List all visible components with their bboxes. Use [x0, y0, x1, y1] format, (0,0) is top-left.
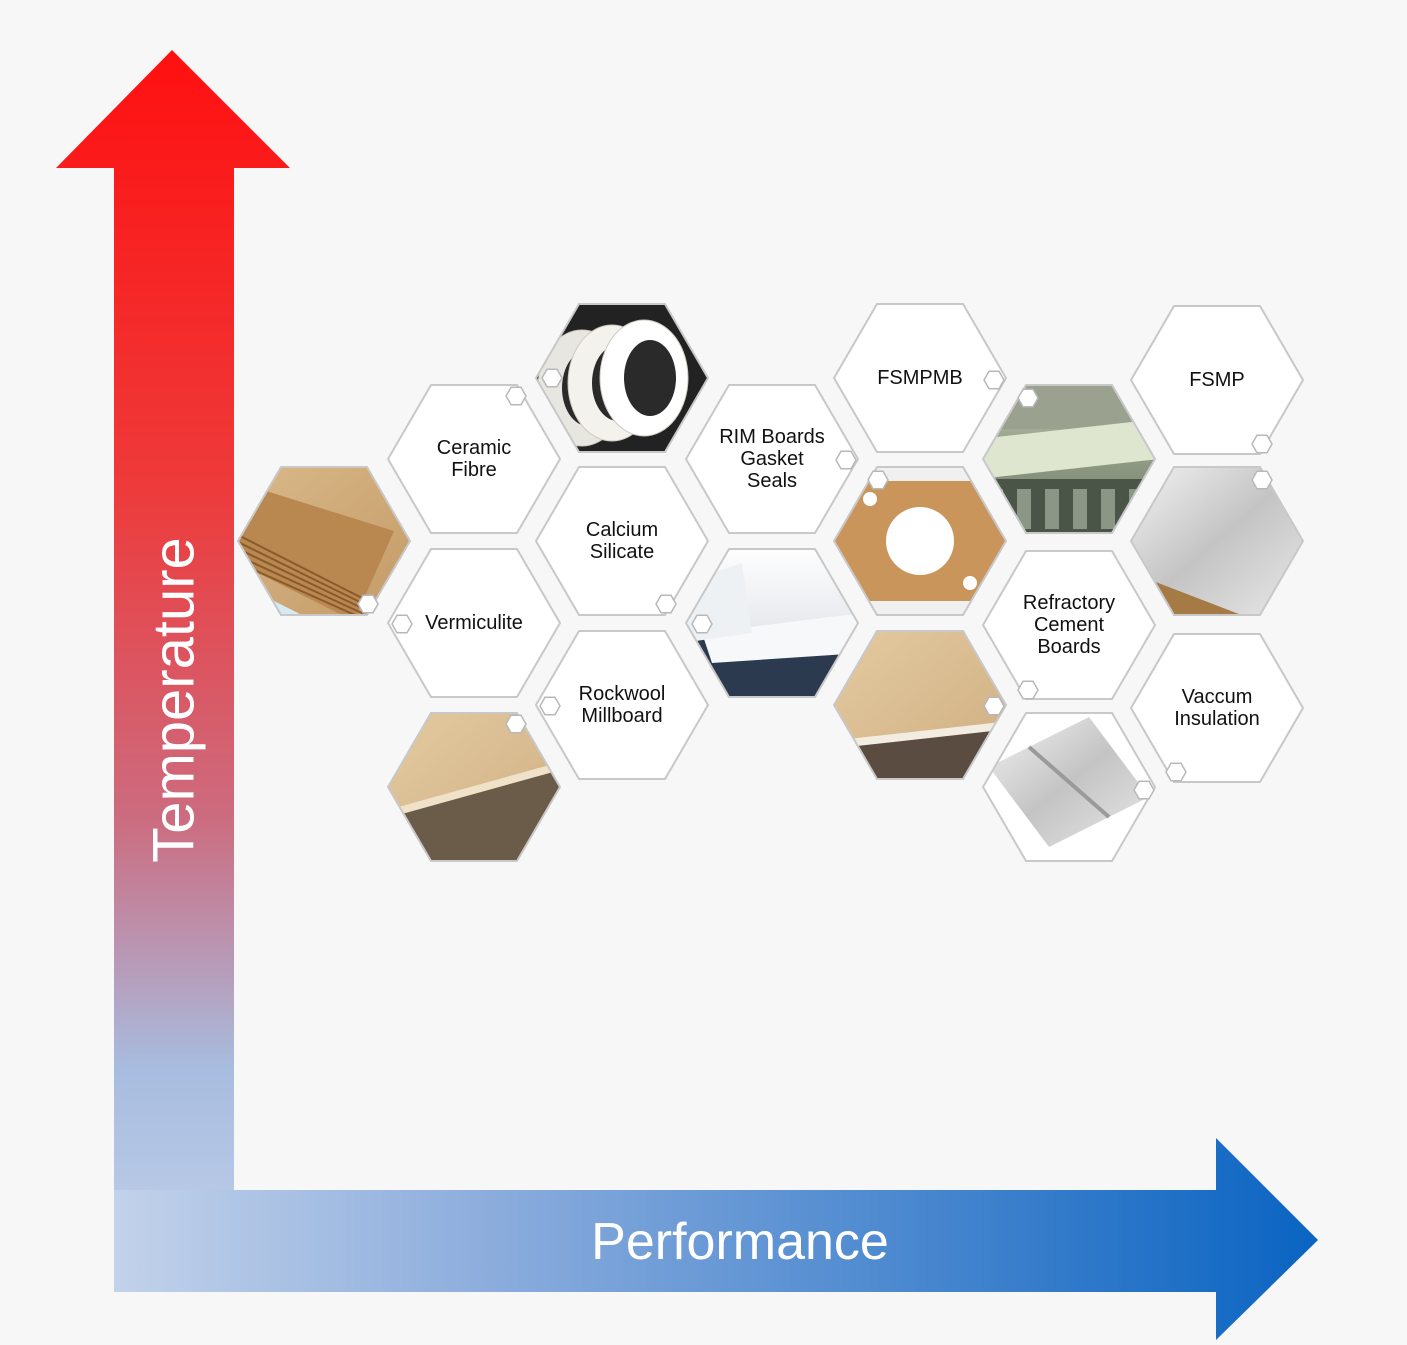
- performance-arrow: [114, 1138, 1318, 1340]
- hex-image-white-boards: [684, 548, 860, 698]
- hex-refractory-cement-boards: [981, 550, 1157, 700]
- hex-badge-icon: [1251, 470, 1273, 490]
- hex-fsmp: [1129, 305, 1305, 455]
- hex-image-gasket-rings: [534, 303, 710, 453]
- hex-badge-icon: [1017, 680, 1039, 700]
- hex-badge-icon: [505, 714, 527, 734]
- hex-badge-icon: [391, 614, 413, 634]
- hex-badge-icon: [1165, 762, 1187, 782]
- hex-badge-icon: [983, 370, 1005, 390]
- hex-badge-icon: [505, 386, 527, 406]
- hex-badge-icon: [1133, 780, 1155, 800]
- hex-label-rim-boards: RIM Boards Gasket Seals: [719, 426, 825, 492]
- hex-badge-icon: [541, 368, 563, 388]
- hex-badge-icon: [983, 696, 1005, 716]
- hex-ceramic-fibre: [386, 384, 562, 534]
- hex-image-beige-board: [832, 630, 1008, 780]
- hex-image-factory-boards: [981, 384, 1157, 534]
- hex-badge-icon: [691, 614, 713, 634]
- hexagon-grid: [236, 303, 1305, 862]
- hex-badge-icon: [835, 450, 857, 470]
- performance-axis-label: Performance: [591, 1213, 889, 1271]
- hex-label-rockwool-millboard: Rockwool Millboard: [578, 683, 666, 727]
- hex-image-foil-panel: [981, 712, 1157, 862]
- hex-fsmpmb: [832, 303, 1008, 453]
- hex-badge-icon: [867, 470, 889, 490]
- hex-badge-icon: [655, 594, 677, 614]
- hex-image-silver-board: [1129, 466, 1305, 616]
- temperature-axis-label: Temperature: [141, 537, 207, 863]
- hex-label-fsmp: FSMP: [1189, 369, 1245, 391]
- hex-badge-icon: [539, 696, 561, 716]
- hex-calcium-silicate: [534, 466, 710, 616]
- hex-badge-icon: [1251, 434, 1273, 454]
- hex-badge-icon: [357, 594, 379, 614]
- hex-image-cream-board: [386, 712, 562, 862]
- hex-label-calcium-silicate: Calcium Silicate: [585, 519, 659, 563]
- temperature-arrow: [56, 50, 290, 1292]
- hex-vaccum-insulation: [1129, 633, 1305, 783]
- hex-label-ceramic-fibre: Ceramic Fibre: [436, 437, 512, 481]
- hex-label-vaccum-insulation: Vaccum Insulation: [1174, 686, 1260, 730]
- hex-badge-icon: [1017, 388, 1039, 408]
- hex-label-vermiculite: Vermiculite: [425, 612, 523, 634]
- hex-rockwool-millboard: [534, 630, 710, 780]
- hex-image-gasket-plate: [832, 466, 1008, 616]
- hex-label-refractory-cement-boards: Refractory Cement Boards: [1022, 592, 1116, 658]
- hex-rim-boards: [684, 384, 860, 534]
- hex-vermiculite: [386, 548, 562, 698]
- hex-image-paper-stack: [236, 466, 412, 616]
- hex-label-fsmpmb: FSMPMB: [877, 367, 963, 389]
